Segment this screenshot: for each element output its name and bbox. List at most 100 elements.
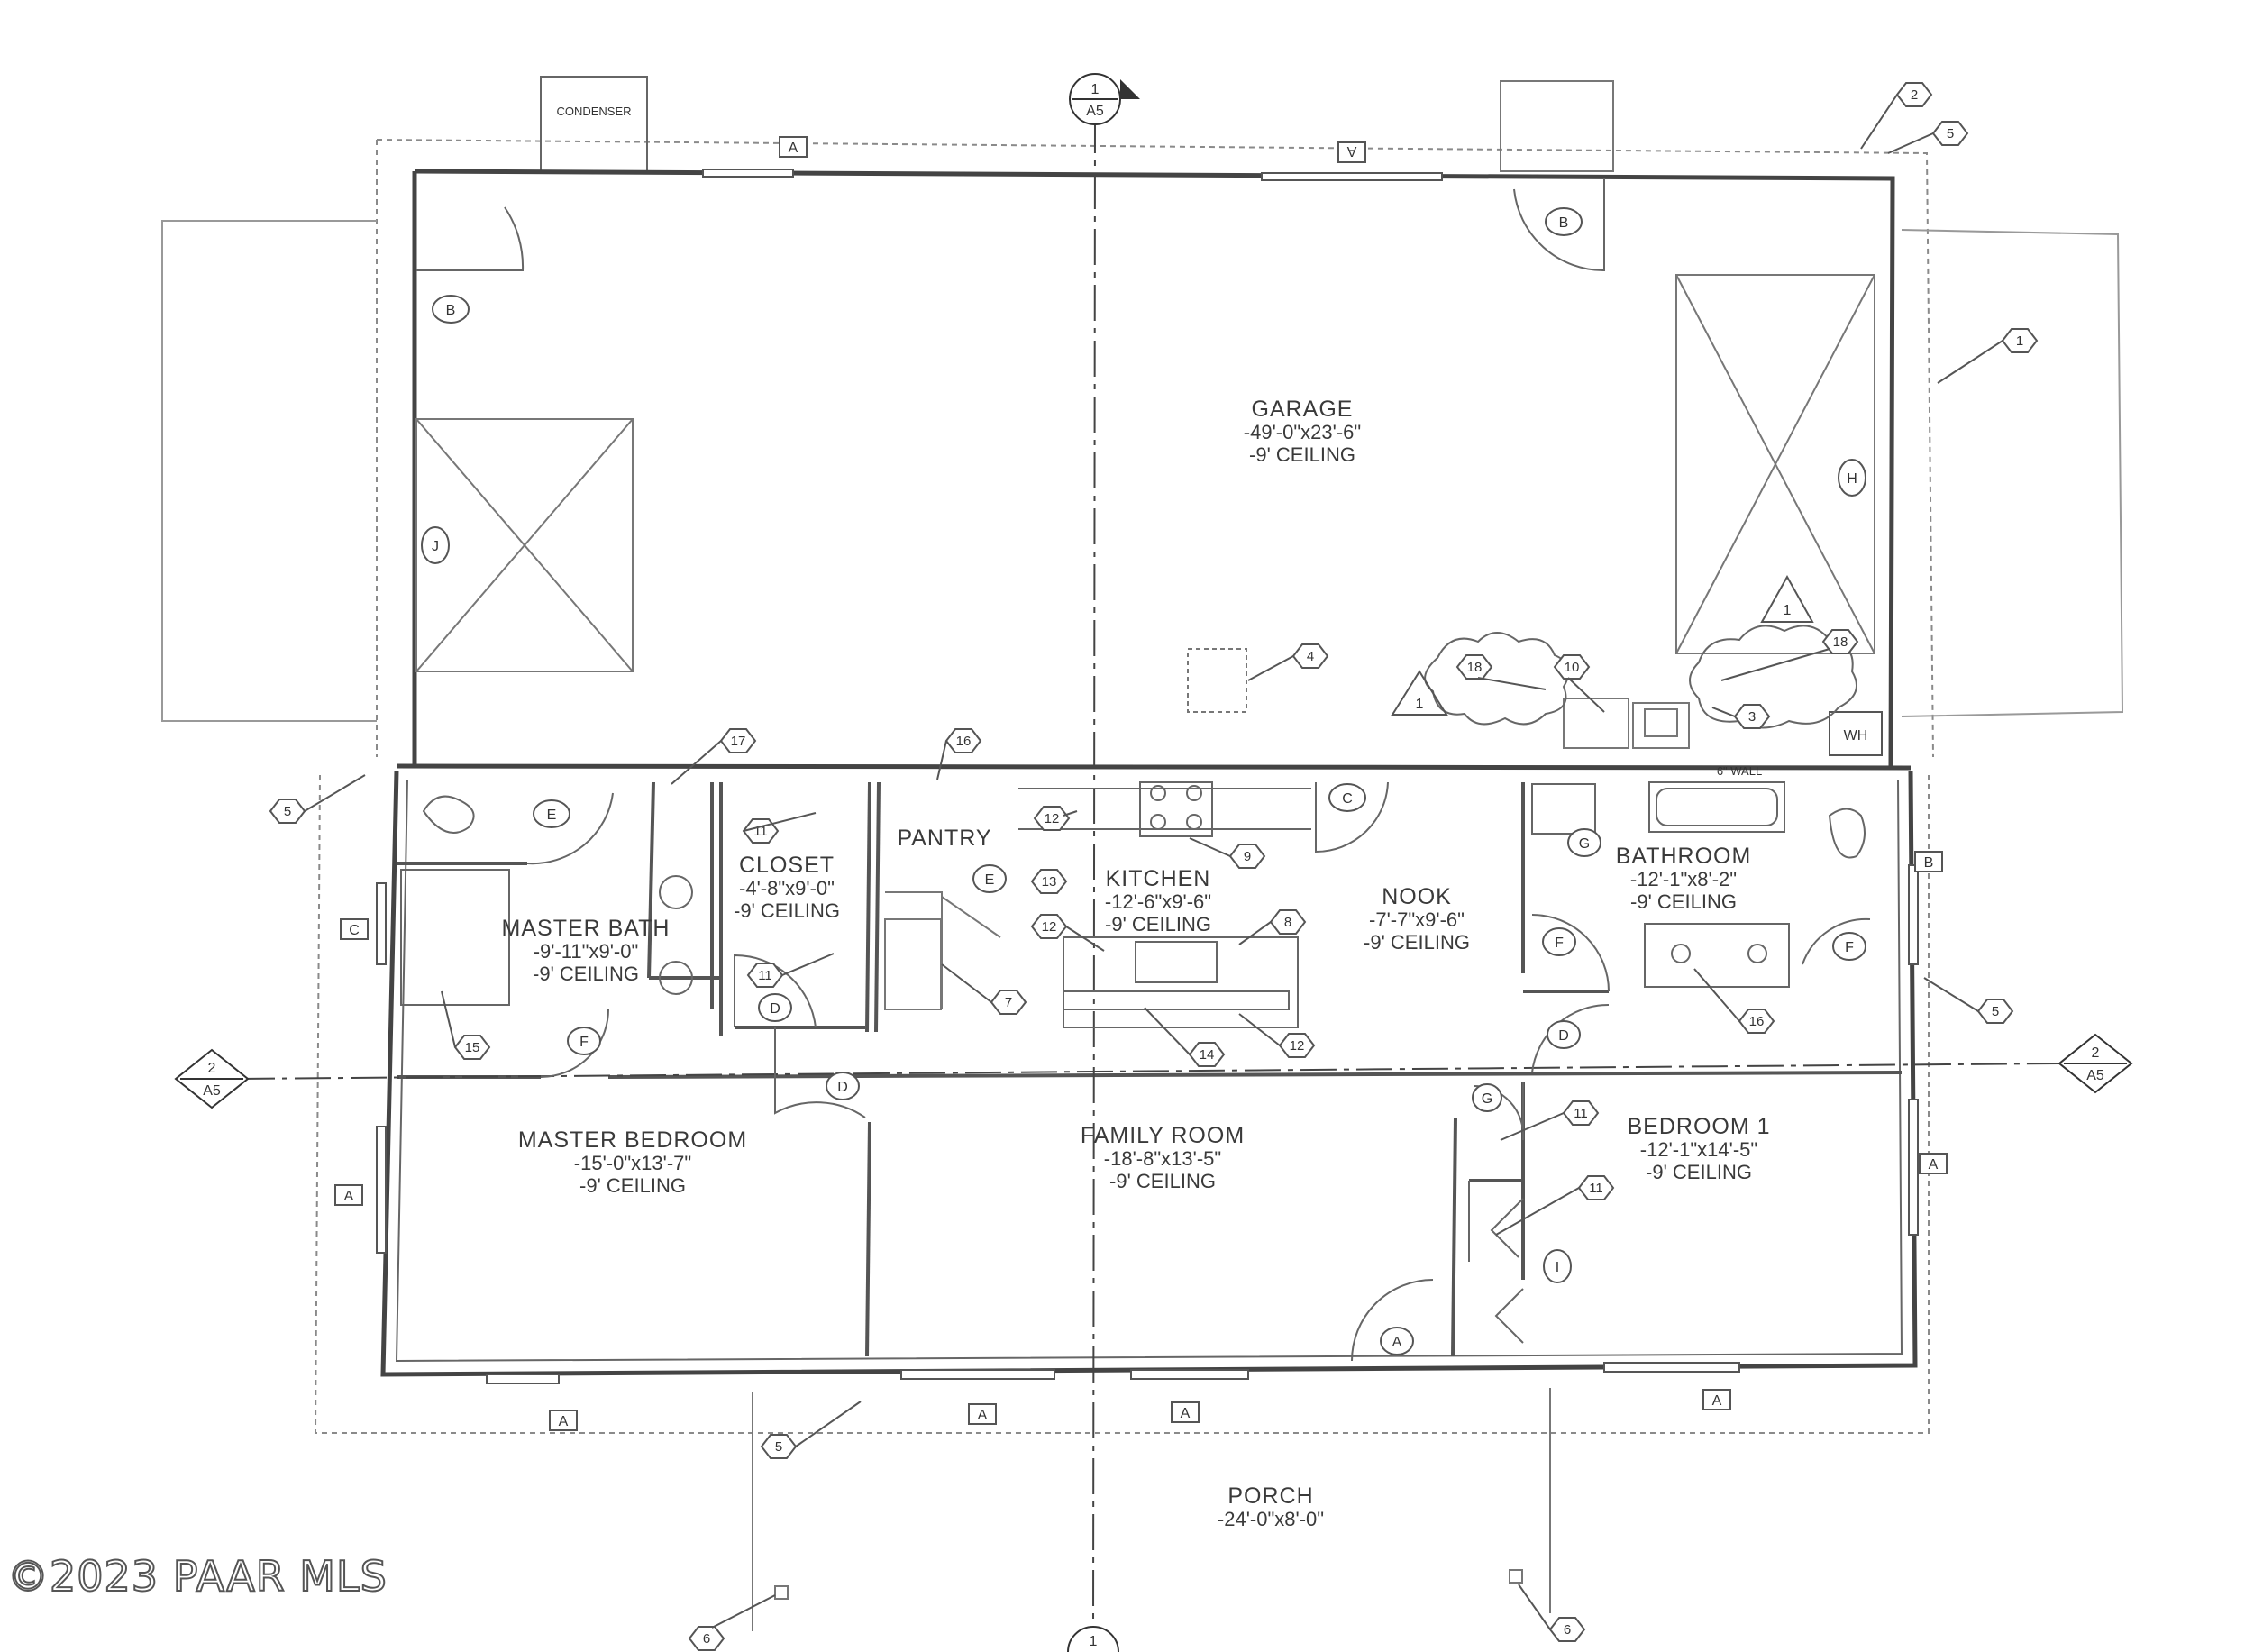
svg-text:3: 3 (1748, 709, 1756, 725)
hex-callouts (269, 82, 2039, 1651)
svg-text:12: 12 (1045, 811, 1060, 826)
pantry-shelves (884, 891, 1001, 1010)
svg-text:12: 12 (1290, 1038, 1305, 1054)
svg-text:6: 6 (1564, 1622, 1571, 1638)
svg-text:-49'-0"x23'-6": -49'-0"x23'-6" (1244, 421, 1361, 443)
svg-text:D: D (1558, 1028, 1569, 1044)
svg-text:G: G (1579, 836, 1590, 852)
svg-text:5: 5 (1992, 1004, 1999, 1019)
svg-text:-12'-1"x8'-2": -12'-1"x8'-2" (1630, 868, 1737, 890)
svg-text:5: 5 (775, 1439, 782, 1455)
svg-text:-9' CEILING: -9' CEILING (1249, 443, 1355, 466)
room-master-bedroom: MASTER BEDROOM -15'-0"x13'-7" -9' CEILIN… (518, 1127, 747, 1197)
room-bathroom: BATHROOM -12'-1"x8'-2" -9' CEILING (1616, 844, 1752, 913)
svg-text:13: 13 (1042, 874, 1057, 890)
svg-text:2: 2 (1911, 87, 1918, 103)
svg-text:5: 5 (284, 804, 291, 819)
svg-text:-9' CEILING: -9' CEILING (1646, 1161, 1752, 1183)
svg-text:B: B (1924, 855, 1934, 871)
hex-callout-texts: 2 5 1 4 10 18 18 3 5 17 16 11 12 13 9 12… (284, 87, 2023, 1647)
letter-tag-texts: A A C B A A A A A A B B H J C E E G F F … (344, 141, 1939, 1429)
svg-text:1: 1 (1091, 82, 1100, 97)
room-kitchen: KITCHEN -12'-6"x9'-6" -9' CEILING (1105, 866, 1211, 936)
svg-text:17: 17 (731, 734, 746, 749)
svg-text:FAMILY ROOM: FAMILY ROOM (1081, 1123, 1245, 1148)
svg-text:WH: WH (1844, 728, 1868, 744)
porch-outline (752, 1388, 1551, 1631)
svg-text:18: 18 (1833, 634, 1848, 650)
svg-text:PANTRY: PANTRY (897, 826, 991, 851)
svg-text:MASTER BEDROOM: MASTER BEDROOM (518, 1127, 747, 1153)
svg-text:A: A (559, 1414, 569, 1429)
svg-text:J: J (432, 539, 439, 554)
svg-text:A: A (1346, 143, 1356, 159)
svg-text:B: B (1559, 215, 1569, 231)
svg-text:9: 9 (1244, 849, 1251, 864)
svg-text:1: 1 (1090, 1634, 1098, 1649)
room-porch: PORCH -24'-0"x8'-0" (1218, 1483, 1324, 1530)
svg-text:PORCH: PORCH (1227, 1483, 1313, 1509)
svg-text:4: 4 (1307, 649, 1314, 664)
side-roof-left (161, 220, 377, 722)
exterior-box (1500, 80, 1614, 172)
svg-text:1: 1 (1416, 697, 1424, 712)
svg-text:CLOSET: CLOSET (739, 853, 835, 878)
svg-text:I: I (1556, 1260, 1559, 1275)
svg-text:1: 1 (2016, 333, 2023, 349)
svg-text:A: A (344, 1189, 354, 1204)
garage-door-right (1675, 274, 1875, 654)
windows (376, 169, 1919, 1384)
svg-text:7: 7 (1005, 995, 1012, 1010)
svg-text:A: A (978, 1408, 988, 1423)
svg-text:-9'-11"x9'-0": -9'-11"x9'-0" (534, 940, 639, 963)
svg-text:-9' CEILING: -9' CEILING (579, 1174, 686, 1197)
svg-text:11: 11 (1574, 1106, 1588, 1121)
svg-text:-9' CEILING: -9' CEILING (1109, 1170, 1216, 1192)
svg-text:A5: A5 (203, 1083, 221, 1099)
svg-text:NOOK: NOOK (1382, 884, 1452, 909)
room-pantry: PANTRY (897, 826, 991, 851)
room-master-bath: MASTER BATH -9'-11"x9'-0" -9' CEILING (502, 916, 671, 985)
condenser-label: CONDENSER (556, 105, 631, 118)
svg-text:G: G (1482, 1091, 1492, 1107)
svg-text:-12'-6"x9'-6": -12'-6"x9'-6" (1105, 890, 1211, 913)
svg-text:F: F (1845, 940, 1854, 955)
svg-text:KITCHEN: KITCHEN (1106, 866, 1211, 891)
svg-text:6: 6 (703, 1631, 710, 1647)
svg-text:-9' CEILING: -9' CEILING (1630, 890, 1737, 913)
revision-triangle-2: 1 (1760, 574, 1814, 623)
svg-text:H: H (1847, 471, 1857, 487)
dashed-equipment (1187, 648, 1247, 713)
garage-door-swings (416, 178, 1605, 272)
svg-text:A5: A5 (1086, 104, 1104, 119)
svg-text:16: 16 (956, 734, 972, 749)
svg-text:C: C (349, 923, 360, 938)
svg-text:BATHROOM: BATHROOM (1616, 844, 1752, 869)
svg-text:-4'-8"x9'-0": -4'-8"x9'-0" (739, 877, 835, 899)
svg-text:-12'-1"x14'-5": -12'-1"x14'-5" (1640, 1138, 1757, 1161)
svg-text:A: A (1392, 1335, 1402, 1350)
leader-lines (304, 94, 2003, 1630)
svg-text:16: 16 (1749, 1014, 1765, 1029)
section-marker-left: 2 A5 (174, 1048, 250, 1109)
svg-text:E: E (985, 872, 995, 888)
svg-text:-18'-8"x13'-5": -18'-8"x13'-5" (1104, 1147, 1221, 1170)
svg-text:-15'-0"x13'-7": -15'-0"x13'-7" (574, 1152, 691, 1174)
svg-text:A: A (1929, 1157, 1939, 1173)
svg-text:B: B (446, 303, 456, 318)
bathroom-fixtures (1531, 781, 1871, 992)
section-marker-right: 2 A5 (2058, 1033, 2133, 1094)
room-family-room: FAMILY ROOM -18'-8"x13'-5" -9' CEILING (1081, 1123, 1245, 1192)
section-marker-top: 1 A5 (1069, 73, 1140, 125)
svg-text:A: A (789, 141, 798, 156)
svg-text:5: 5 (1947, 126, 1954, 141)
interior-walls (397, 781, 1903, 1357)
svg-text:MASTER BATH: MASTER BATH (502, 916, 671, 941)
svg-text:10: 10 (1565, 660, 1580, 675)
svg-text:BEDROOM 1: BEDROOM 1 (1627, 1114, 1770, 1139)
room-closet: CLOSET -4'-8"x9'-0" -9' CEILING (734, 853, 840, 922)
master-bath-fixtures (400, 792, 693, 1006)
svg-text:2: 2 (208, 1061, 216, 1076)
svg-text:11: 11 (758, 968, 772, 983)
